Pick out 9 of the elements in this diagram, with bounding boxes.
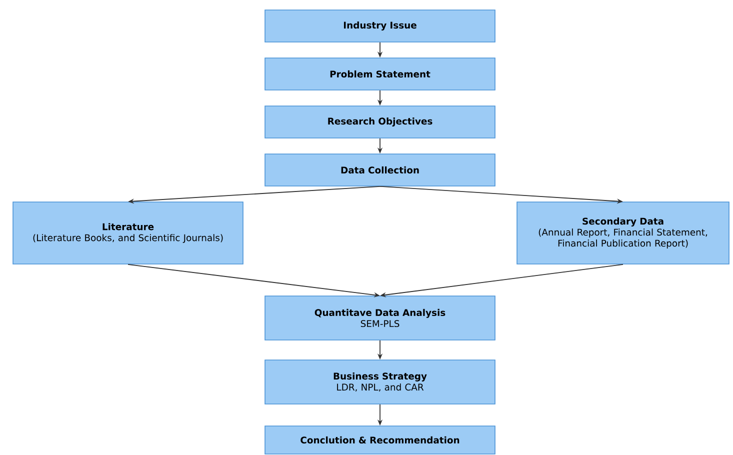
process-box: Secondary Data (Annual Report, Financial Statement, Financial Publication Report) [516, 202, 730, 264]
process-box: Literature (Literature Books, and Scientific Journals) [12, 202, 244, 264]
process-box: Quantitave Data Analysis SEM-PLS [264, 296, 496, 340]
process-box: Industry Issue [264, 10, 496, 42]
process-box: Business Strategy LDR, NPL, and CAR [264, 360, 496, 404]
process-box: Conclution & Recommendation [264, 426, 496, 454]
process-box: Data Collection [264, 154, 496, 186]
process-box: Problem Statement [264, 58, 496, 90]
process-box: Research Objectives [264, 106, 496, 138]
